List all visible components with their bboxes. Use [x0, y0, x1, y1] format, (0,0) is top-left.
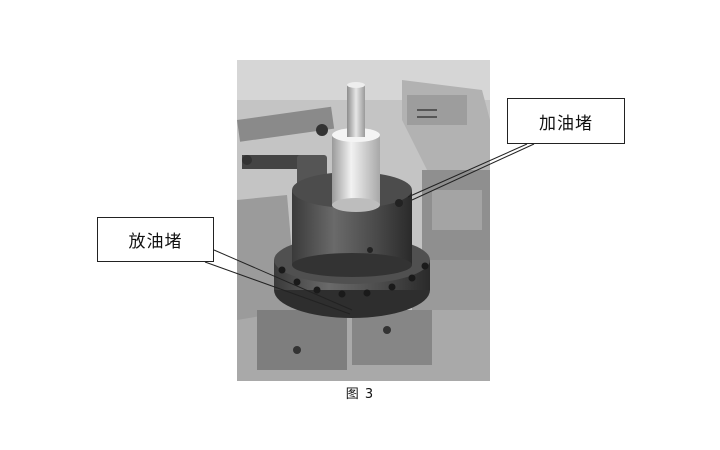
fill-plug-label: 加油堵	[507, 98, 625, 144]
figure-caption: 图 3	[345, 387, 375, 402]
drain-plug-label: 放油堵	[97, 217, 214, 262]
machine-photo	[237, 60, 490, 381]
machine-photo-drawing	[237, 60, 490, 381]
drain-plug-text: 放油堵	[128, 232, 183, 252]
fill-plug-text: 加油堵	[539, 113, 593, 134]
